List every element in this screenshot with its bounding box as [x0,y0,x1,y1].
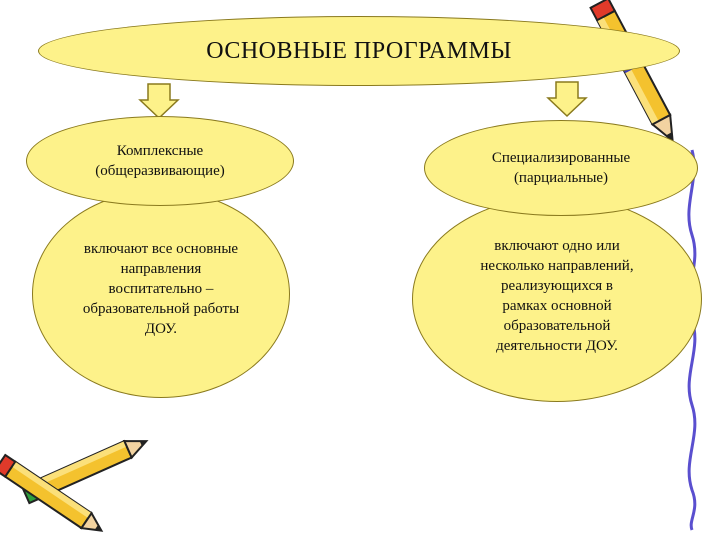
title-ellipse: ОСНОВНЫЕ ПРОГРАММЫ [38,16,680,86]
right-type-label: Специализированные (парциальные) [492,148,630,188]
right-description-text: включают одно или несколько направлений,… [480,236,633,356]
left-type-ellipse: Комплексные (общеразвивающие) [26,116,294,206]
left-description-ellipse: включают все основные направления воспит… [32,190,290,398]
left-description-text: включают все основные направления воспит… [83,239,239,339]
right-description-ellipse: включают одно или несколько направлений,… [412,196,702,402]
right-type-ellipse: Специализированные (парциальные) [424,120,698,216]
diagram-title: ОСНОВНЫЕ ПРОГРАММЫ [206,38,512,65]
crossed-pencils-icon [0,433,150,538]
down-arrow-icon-left [140,84,178,118]
down-arrow-icon-right [548,82,586,116]
left-type-label: Комплексные (общеразвивающие) [95,141,225,181]
